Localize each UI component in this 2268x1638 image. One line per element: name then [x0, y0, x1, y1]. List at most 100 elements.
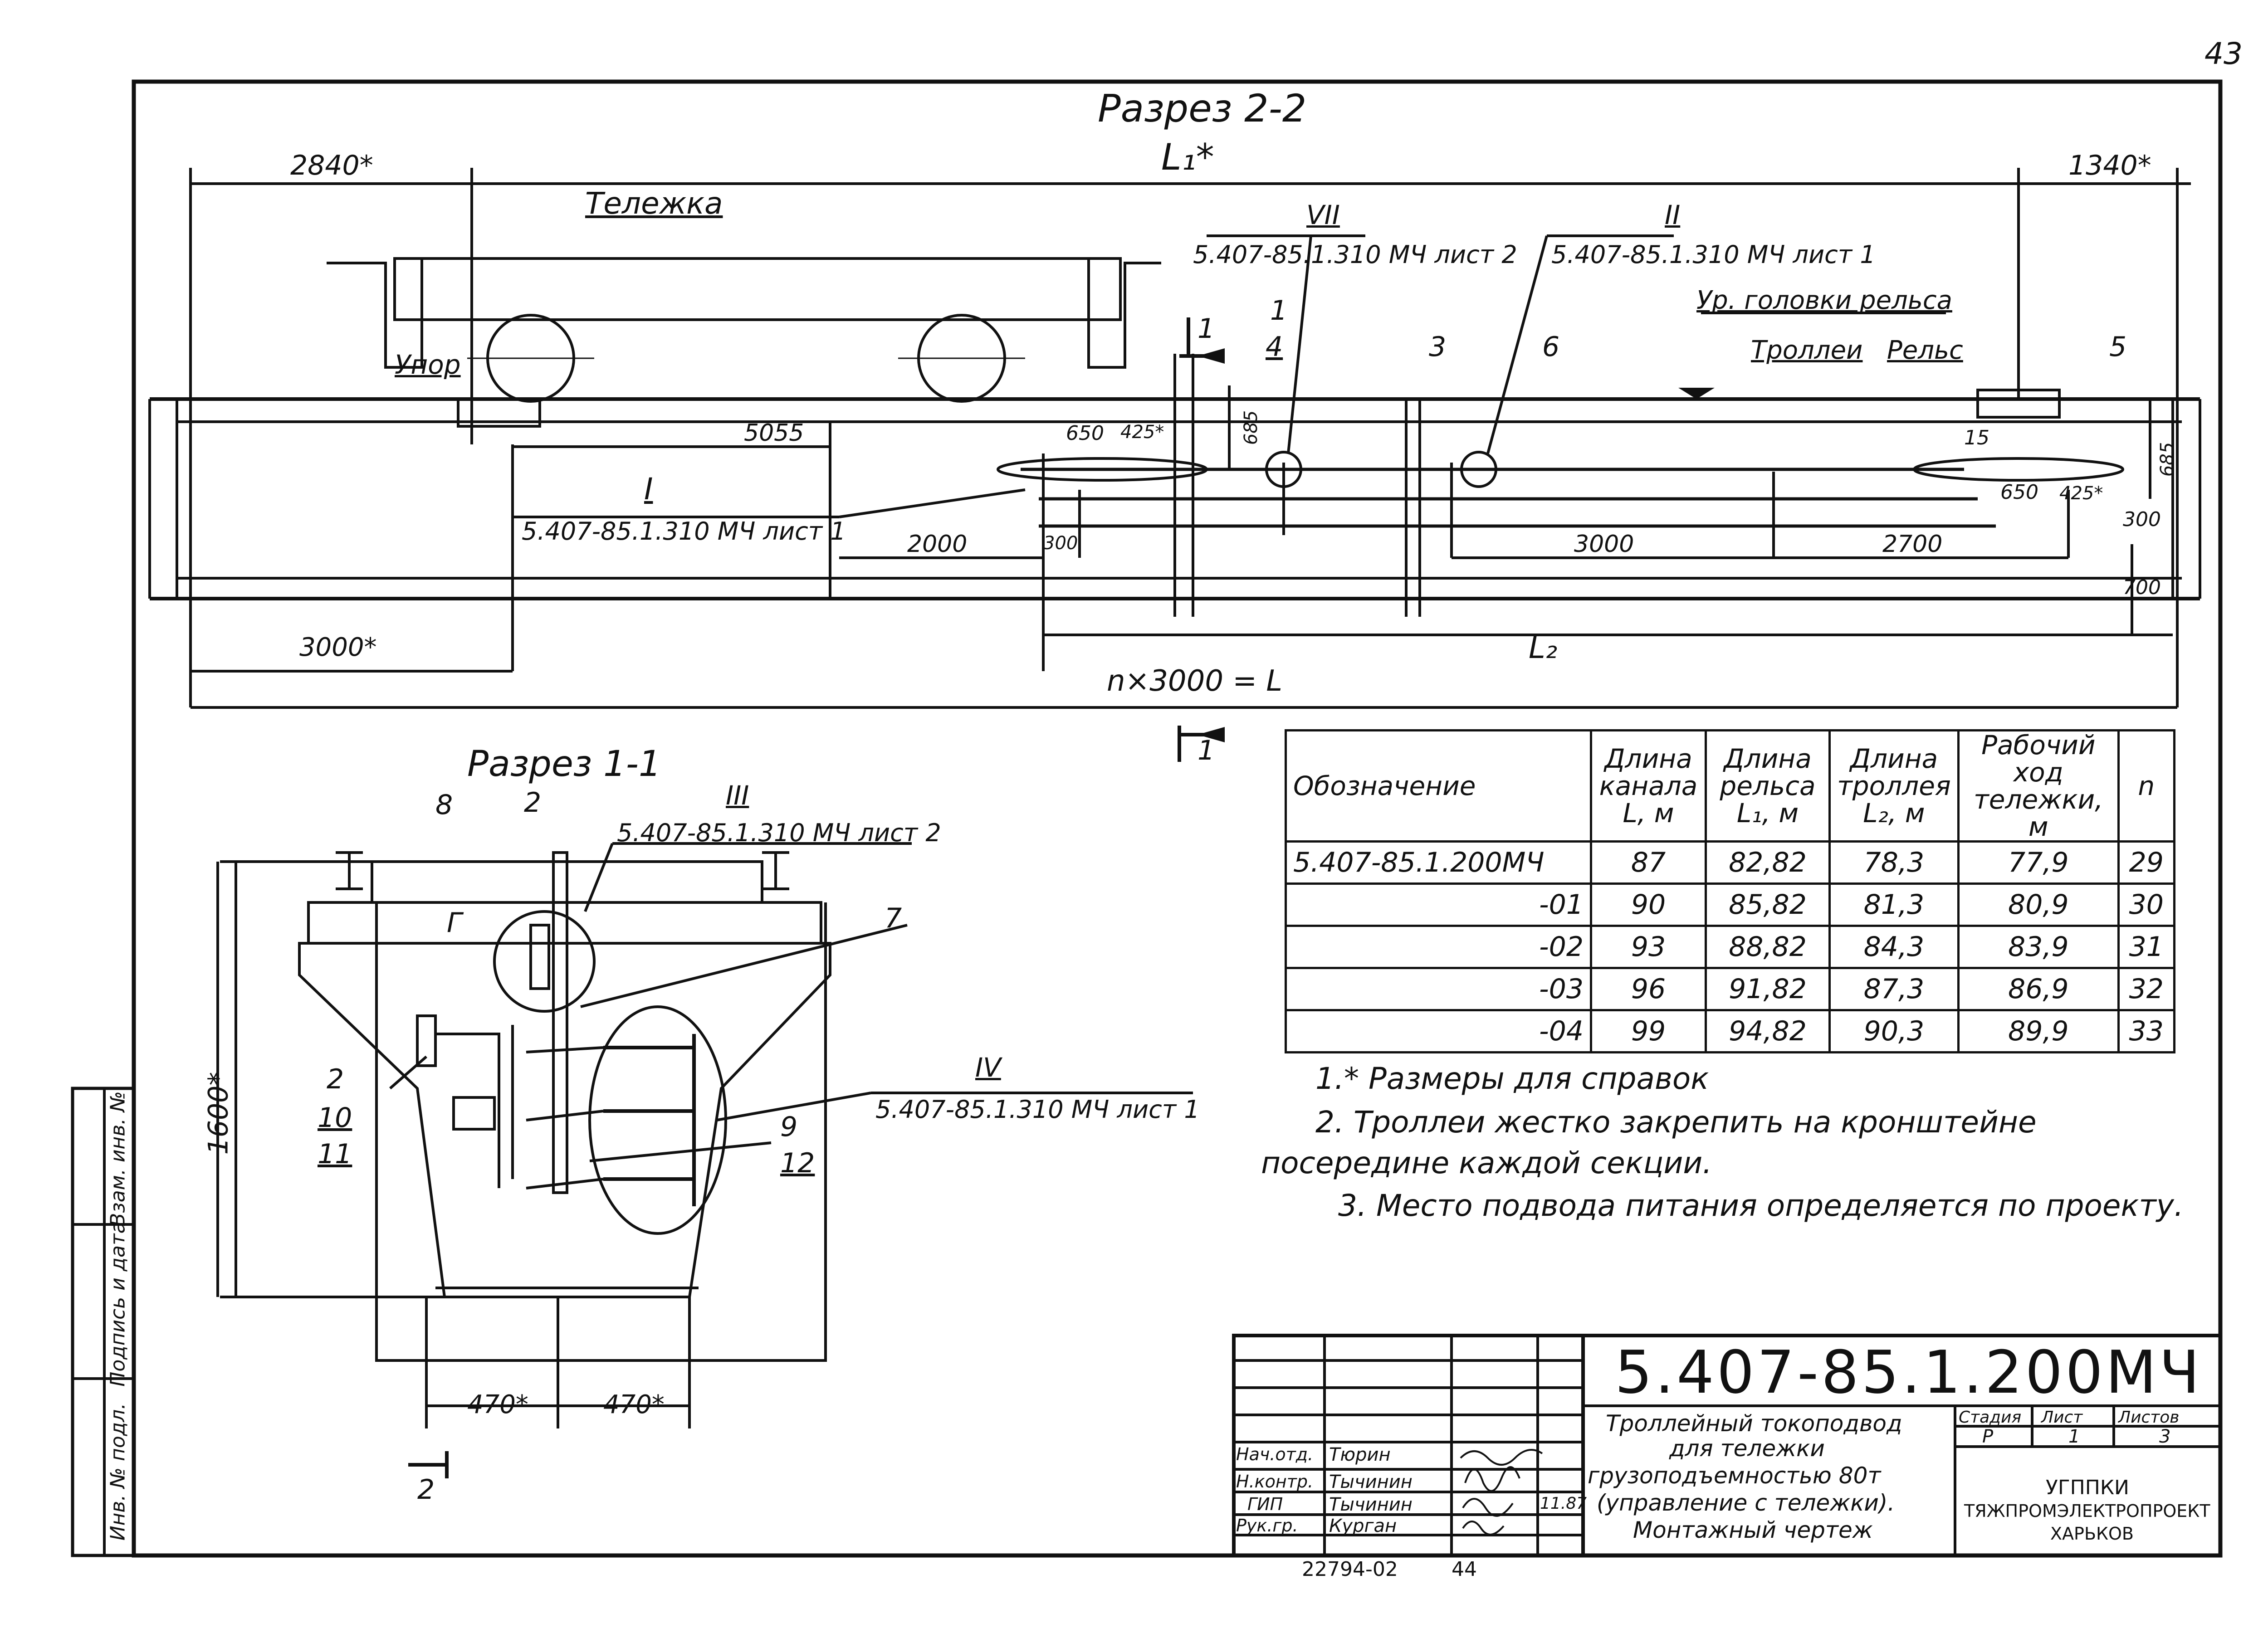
dim-5055: 5055: [744, 419, 804, 447]
sheets-label: Листов: [2118, 1408, 2180, 1427]
table-row: -01 90 85,82 81,3 80,9 30: [1285, 882, 2175, 927]
ref-iv: 5.407-85.1.310 МЧ лист 1: [875, 1095, 1200, 1124]
table-cell: 96: [1590, 967, 1707, 1011]
table-cell: 30: [2117, 882, 2175, 927]
table-cell: -01: [1285, 882, 1592, 927]
table-cell: 86,9: [1957, 967, 2120, 1011]
table-cell: 89,9: [1957, 1009, 2120, 1053]
table-cell: 31: [2117, 925, 2175, 969]
footer-code: 22794-02: [1302, 1558, 1398, 1581]
detail-circle-vii: [1265, 451, 1302, 488]
sheets-value: 3: [2159, 1426, 2171, 1447]
table-cell: 78,3: [1828, 840, 1960, 885]
table-cell: -04: [1285, 1009, 1592, 1053]
doc-code: 5.407-85.1.200МЧ: [1615, 1338, 2203, 1407]
name-2: Тычинин: [1329, 1472, 1413, 1492]
name-1: Тюрин: [1329, 1444, 1391, 1465]
table-cell: 83,9: [1957, 925, 2120, 969]
dim-425-left: 425*: [1120, 422, 1164, 443]
pos-2-top: 2: [524, 787, 542, 819]
note-2: 2. Троллеи жестко закрепить на кронштейн…: [1261, 1105, 2037, 1180]
i-beam-left: [336, 851, 363, 890]
wire-end-right: [1913, 457, 2124, 482]
table-cell: 90,3: [1828, 1009, 1960, 1053]
pos-10: 10: [318, 1102, 352, 1134]
dim-2000: 2000: [907, 531, 968, 558]
dim-left-top: 2840*: [290, 150, 373, 181]
sheet-frame: [132, 79, 2223, 1558]
note-3: 3. Место подвода питания определяется по…: [1338, 1188, 2184, 1223]
side-stamp-replace: Взам. инв. №: [106, 1091, 130, 1227]
cut-mark-top: 1: [1198, 313, 1215, 345]
channel-cross-section: [298, 862, 831, 1298]
dim-2700: 2700: [1882, 531, 1943, 558]
stop-left: [457, 398, 541, 428]
dim-l2: L₂: [1529, 630, 1558, 665]
name-4: Курган: [1329, 1516, 1397, 1536]
side-stamp-inv: Инв. № подл.: [106, 1403, 130, 1541]
title-line-5: Монтажный чертеж: [1633, 1517, 1873, 1543]
org-line-3: ХАРЬКОВ: [2050, 1524, 2134, 1544]
title-line-4: (управление с тележки).: [1597, 1490, 1895, 1516]
pos-1: 1: [1270, 295, 1288, 327]
table-cell: 84,3: [1828, 925, 1960, 969]
callout-iii: III: [726, 780, 749, 811]
table-header: n: [2117, 729, 2175, 843]
table-cell: 80,9: [1957, 882, 2120, 927]
pos-7: 7: [885, 902, 902, 934]
stage-label: Стадия: [1959, 1408, 2022, 1427]
table-header-row: Обозначение Длина канала L, м Длина рель…: [1285, 729, 2175, 843]
table-header: Рабочий ход тележки, м: [1957, 729, 2120, 843]
dim-right-top: 1340*: [2068, 150, 2151, 181]
callout-iv: IV: [975, 1052, 1001, 1083]
pos-11: 11: [318, 1138, 352, 1170]
dim-650-right: 650: [2000, 481, 2038, 504]
dim-1600: 1600*: [202, 1072, 235, 1155]
callout-ii: II: [1665, 200, 1681, 230]
stage-value: Р: [1982, 1426, 1994, 1447]
table-cell: 81,3: [1828, 882, 1960, 927]
table-cell: 88,82: [1705, 925, 1831, 969]
dim-300-left: 300: [1043, 533, 1078, 554]
dim-470-left: 470*: [467, 1390, 528, 1419]
date-value: 11.87: [1540, 1494, 1587, 1513]
wire-end-left: [997, 457, 1208, 482]
dim-685-left: 685: [1241, 410, 1262, 445]
table-cell: 85,82: [1705, 882, 1831, 927]
label-stop: Упор: [395, 349, 461, 380]
role-2: Н.контр.: [1236, 1472, 1314, 1492]
table-cell: 5.407-85.1.200МЧ: [1285, 840, 1592, 885]
pos-8: 8: [435, 789, 453, 821]
label-trolley: Тележка: [585, 186, 723, 221]
callout-i: I: [644, 472, 653, 507]
ref-ii: 5.407-85.1.310 МЧ лист 1: [1551, 240, 1876, 269]
pos-9: 9: [780, 1111, 798, 1143]
table-cell: -03: [1285, 967, 1592, 1011]
table-cell: 94,82: [1705, 1009, 1831, 1053]
dim-470-right: 470*: [603, 1390, 665, 1419]
title-line-3: грузоподъемностью 80т: [1588, 1462, 1881, 1489]
org-line-2: ТЯЖПРОМЭЛЕКТРОПРОЕКТ: [1964, 1501, 2210, 1521]
cut-mark-bottom: 1: [1198, 735, 1215, 766]
table-header: Длина канала L, м: [1590, 729, 1707, 843]
label-rail-level: Ур. головки рельса: [1696, 286, 1952, 315]
table-cell: 87,3: [1828, 967, 1960, 1011]
detail-circle-iii: [493, 910, 596, 1013]
footer-num: 44: [1452, 1558, 1477, 1581]
table-cell: 99: [1590, 1009, 1707, 1053]
ref-i: 5.407-85.1.310 МЧ лист 1: [522, 517, 846, 546]
label-g: Г: [447, 907, 462, 939]
callout-vii: VII: [1306, 200, 1340, 230]
dim-15: 15: [1964, 426, 1989, 449]
dim-685-right: 685: [2157, 442, 2178, 477]
table-row: 5.407-85.1.200МЧ 87 82,82 78,3 77,9 29: [1285, 840, 2175, 885]
side-stamp-sign: Подпись и дата: [106, 1221, 130, 1387]
dim-300-right: 300: [2123, 508, 2161, 531]
cut-mark-2: 2: [417, 1474, 435, 1506]
table-cell: -02: [1285, 925, 1592, 969]
pos-3: 3: [1429, 331, 1447, 363]
table-header: Обозначение: [1285, 729, 1592, 843]
role-1: Нач.отд.: [1236, 1444, 1314, 1464]
sheet-label: Лист: [2041, 1408, 2083, 1427]
